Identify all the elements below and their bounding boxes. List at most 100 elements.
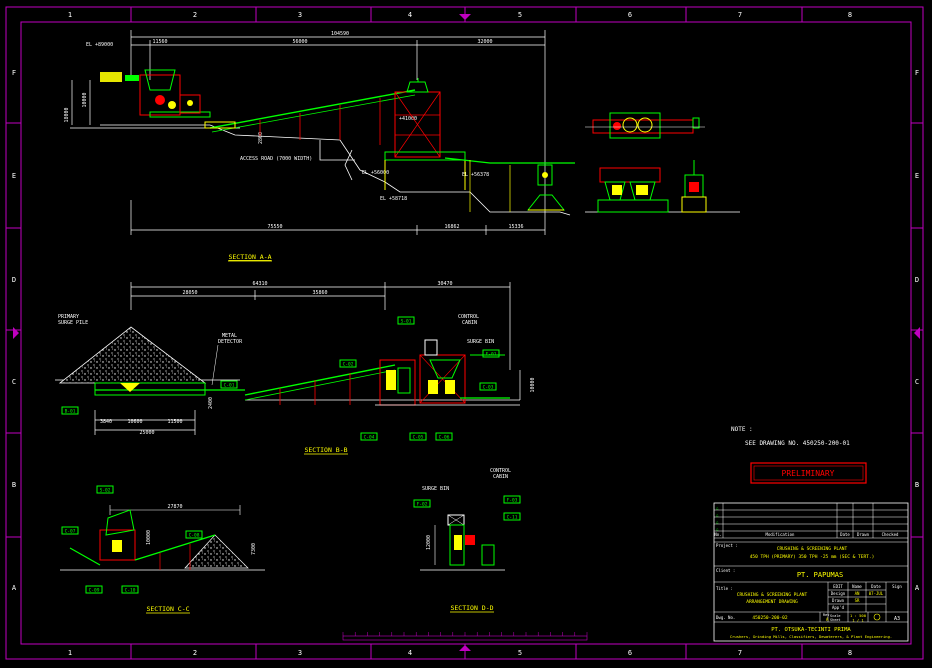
dim-total: 104590 bbox=[331, 31, 349, 37]
col-marker: 1 bbox=[68, 11, 72, 19]
row-marker: F bbox=[915, 69, 919, 77]
row-marker: A bbox=[915, 584, 920, 592]
section-dd: 12000 SURGE BIN CONTROL CABIN SECTION D-… bbox=[420, 468, 511, 613]
title-line-2: ARRANGEMENT DRAWING bbox=[746, 599, 798, 605]
sheet-label: Sheet bbox=[830, 618, 841, 622]
meta-header-edit: EDIT bbox=[833, 584, 843, 589]
dim-h: 10000 bbox=[146, 530, 152, 545]
primary-surge-pile bbox=[58, 326, 207, 384]
crushing-plant-bb bbox=[375, 339, 520, 406]
dim-left: 28050 bbox=[182, 290, 197, 296]
meta-row-key: Design bbox=[831, 591, 846, 596]
project-line-2: 450 TPH (PRIMARY) 350 TPH -25 mm (SEC & … bbox=[750, 554, 875, 560]
col-marker: 4 bbox=[408, 649, 412, 657]
meta-header-sign: Sign bbox=[892, 584, 902, 589]
column-markers: 1 2 3 4 5 6 7 8 1 2 3 4 5 6 7 8 bbox=[68, 11, 852, 657]
col-marker: 2 bbox=[193, 649, 197, 657]
dim-mid: 35860 bbox=[312, 290, 327, 296]
rev-header-date: Date bbox=[840, 532, 850, 537]
elevation-label: EL +89000 bbox=[86, 42, 113, 48]
col-marker: 5 bbox=[518, 649, 522, 657]
col-marker: 4 bbox=[408, 11, 412, 19]
meta-header-name: Name bbox=[852, 584, 862, 589]
col-marker: 3 bbox=[298, 11, 302, 19]
control-cabin-label: CABIN bbox=[493, 474, 508, 480]
rev-header-drawn: Drawn bbox=[857, 532, 870, 537]
tag-label: C-08 bbox=[189, 533, 200, 539]
pile-label: SURGE PILE bbox=[58, 320, 88, 326]
row-marker: D bbox=[915, 276, 919, 284]
metal-detector-label: DETECTOR bbox=[218, 339, 243, 345]
title-line-1: CRUSHING & SCREENING PLANT bbox=[737, 592, 808, 598]
row-markers: F E D C B A F E D C B A bbox=[12, 69, 920, 592]
equipment-tags-bb: B-01 C-01 C-02 S-01 F-01 C-03 C-04 C-05 … bbox=[61, 316, 500, 441]
sheet-size: A3 bbox=[894, 616, 900, 622]
note-text: SEE DRAWING NO. 450250-200-01 bbox=[745, 440, 850, 447]
row-marker: E bbox=[915, 172, 919, 180]
tag-label: B-01 bbox=[65, 409, 76, 415]
dim-v2: 10000 bbox=[82, 92, 88, 107]
surge-bin-label: SURGE BIN bbox=[422, 486, 449, 492]
meta-row-key: App'd bbox=[832, 605, 845, 610]
control-cabin-label: CONTROL bbox=[490, 468, 511, 474]
row-marker: E bbox=[12, 172, 16, 180]
control-cabin-label: CABIN bbox=[462, 320, 477, 326]
col-marker: 8 bbox=[848, 649, 852, 657]
dwg-no: 450250-200-02 bbox=[752, 615, 788, 621]
section-aa: 104590 11560 56000 32000 75550 16862 153… bbox=[64, 30, 575, 262]
col-marker: 6 bbox=[628, 11, 632, 19]
tag-label: S-02 bbox=[100, 488, 111, 494]
tag-label: S-01 bbox=[401, 319, 412, 325]
drawing-frame bbox=[5, 6, 924, 660]
conveyor-c01-aa bbox=[204, 89, 416, 145]
projection-symbol-icon bbox=[873, 613, 881, 621]
elevation-label: EL +56000 bbox=[362, 170, 389, 176]
dim-right: 32000 bbox=[477, 39, 492, 45]
client-name: PT. PAPUMAS bbox=[797, 571, 843, 579]
svg-text:△: △ bbox=[716, 519, 719, 524]
svg-text:△: △ bbox=[716, 512, 719, 517]
tag-label: C-04 bbox=[364, 435, 375, 441]
tag-label: F-02 bbox=[417, 502, 428, 508]
rev-value: A bbox=[826, 617, 829, 622]
section-bb: 64310 28050 35860 30470 3840 10600 11500… bbox=[55, 281, 536, 455]
dim-b2: 10600 bbox=[127, 419, 142, 425]
tag-label: C-02 bbox=[343, 362, 354, 368]
control-cabin-label: CONTROL bbox=[458, 314, 479, 320]
dim-v1: 2400 bbox=[208, 397, 214, 409]
elevation-label: EL +58718 bbox=[380, 196, 407, 202]
conveyor-right-aa bbox=[444, 157, 575, 212]
plan-view-right bbox=[585, 112, 705, 139]
pile-label: PRIMARY bbox=[58, 314, 79, 320]
dim-bottom-right: 15336 bbox=[508, 224, 523, 230]
equipment-tags-cc: S-02 C-07 C-08 C-09 C-10 bbox=[61, 485, 203, 594]
dim-bottom-total: 75550 bbox=[267, 224, 282, 230]
dim-v4: 2800 bbox=[258, 132, 264, 144]
col-marker: 7 bbox=[738, 11, 742, 19]
section-cc: 27870 10000 7300 SECTION C-C bbox=[60, 504, 265, 614]
side-elevation-right bbox=[585, 160, 740, 213]
col-marker: 1 bbox=[68, 649, 72, 657]
tag-label: F-01 bbox=[486, 352, 497, 358]
svg-text:△: △ bbox=[716, 505, 719, 510]
tag-label: C-07 bbox=[65, 529, 76, 535]
meta-row-name: AN bbox=[855, 591, 860, 596]
screen-tower-aa bbox=[384, 78, 466, 190]
row-marker: A bbox=[12, 584, 17, 592]
dim-b4: 25000 bbox=[139, 430, 154, 436]
meta-row-key: Drawn bbox=[832, 598, 845, 603]
row-marker: D bbox=[12, 276, 16, 284]
dim-b1: 3840 bbox=[100, 419, 112, 425]
note-heading: NOTE : bbox=[731, 426, 753, 433]
meta-header-date: Date bbox=[871, 584, 881, 589]
scale-label: Scale bbox=[830, 614, 841, 618]
meta-row-date: 07-JUL bbox=[869, 591, 884, 596]
metal-detector-label: METAL bbox=[222, 333, 237, 339]
tag-label: C-05 bbox=[413, 435, 424, 441]
tag-label: C-11 bbox=[507, 515, 518, 521]
dim-mid: 56000 bbox=[292, 39, 307, 45]
project-line-1: CRUSHING & SCREENING PLANT bbox=[777, 546, 848, 552]
row-marker: C bbox=[915, 378, 919, 386]
elevation-label: EL +56378 bbox=[462, 172, 489, 178]
col-marker: 8 bbox=[848, 11, 852, 19]
